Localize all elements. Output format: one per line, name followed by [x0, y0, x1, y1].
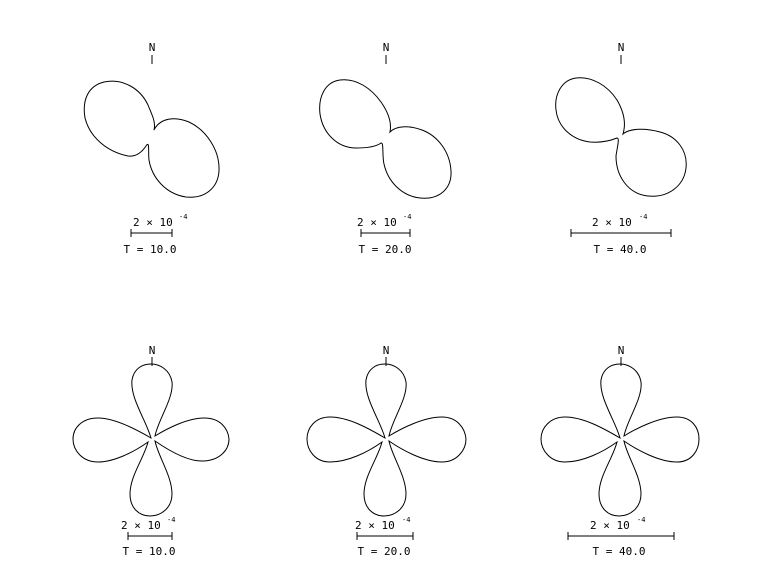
scale-label: 2 × 10: [592, 216, 632, 229]
panel-four-lobe-t10: N 2 × 10 -4 T = 10.0: [72, 344, 230, 558]
time-label: T = 40.0: [594, 243, 647, 256]
scale-exponent: -4: [639, 213, 647, 221]
pattern-curve-four-lobe: [540, 363, 700, 517]
panel-four-lobe-t40: N 2 × 10 -4 T = 40.0: [540, 344, 700, 558]
scale-label: 2 × 10: [355, 519, 395, 532]
scale-exponent: -4: [403, 213, 411, 221]
pattern-curve-two-lobe: [319, 79, 452, 199]
scale-label: 2 × 10: [357, 216, 397, 229]
time-label: T = 10.0: [123, 545, 176, 558]
time-label: T = 10.0: [124, 243, 177, 256]
north-label: N: [618, 41, 625, 54]
pattern-curve-four-lobe: [306, 363, 467, 517]
scale-label: 2 × 10: [133, 216, 173, 229]
north-label: N: [618, 344, 625, 357]
panel-four-lobe-t20: N 2 × 10 -4 T = 20.0: [306, 344, 467, 558]
pattern-curve-four-lobe: [72, 363, 230, 517]
scale-exponent: -4: [179, 213, 187, 221]
panel-two-lobe-t40: N 2 × 10 -4 T = 40.0: [555, 41, 687, 256]
panel-two-lobe-t20: N 2 × 10 -4 T = 20.0: [319, 41, 452, 256]
north-label: N: [383, 344, 390, 357]
scale-exponent: -4: [167, 516, 175, 524]
scale-exponent: -4: [637, 516, 645, 524]
north-label: N: [149, 41, 156, 54]
scale-label: 2 × 10: [121, 519, 161, 532]
pattern-curve-two-lobe: [83, 80, 220, 198]
north-label: N: [383, 41, 390, 54]
pattern-curve-two-lobe: [555, 77, 687, 197]
time-label: T = 20.0: [358, 545, 411, 558]
scale-label: 2 × 10: [590, 519, 630, 532]
north-label: N: [149, 344, 156, 357]
time-label: T = 20.0: [359, 243, 412, 256]
time-label: T = 40.0: [593, 545, 646, 558]
panel-two-lobe-t10: N 2 × 10 -4 T = 10.0: [83, 41, 220, 256]
scale-exponent: -4: [402, 516, 410, 524]
